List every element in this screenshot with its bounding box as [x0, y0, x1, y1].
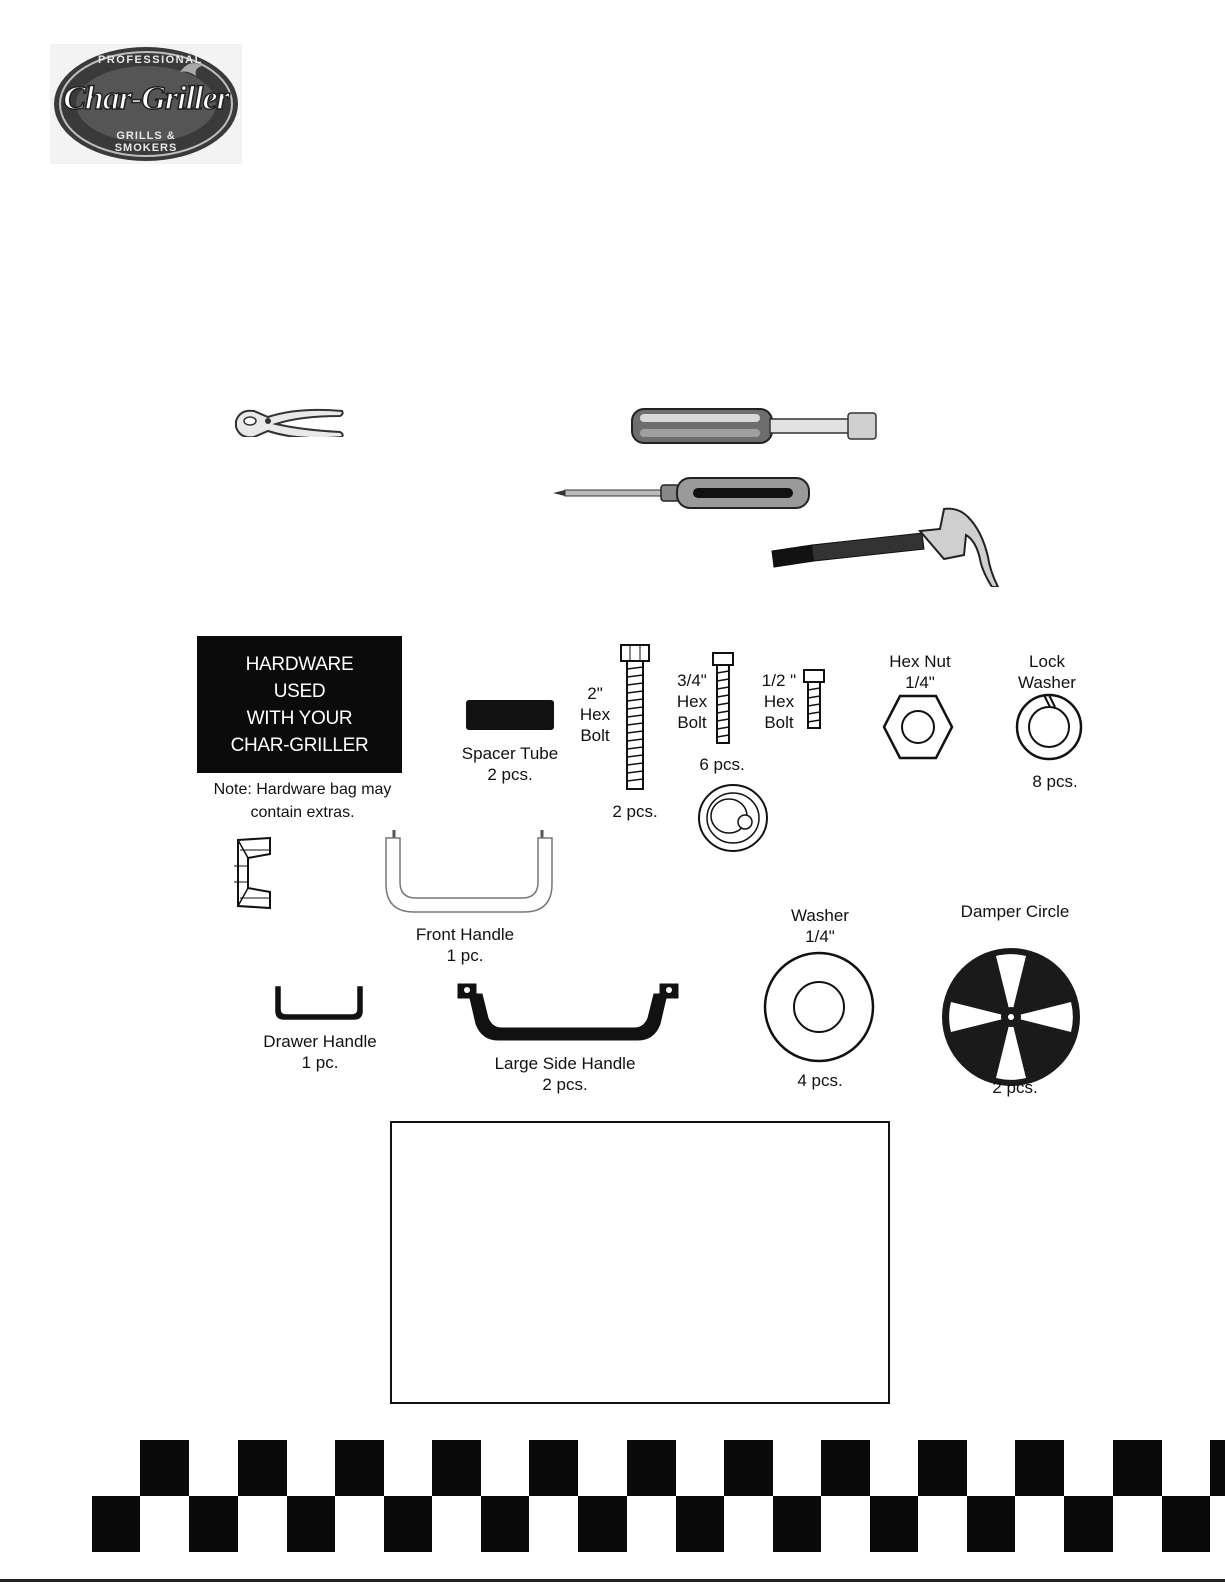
hardware-line-1: HARDWARE: [245, 653, 354, 675]
hex-bolt-2-line2: Hex: [579, 705, 611, 724]
nut-driver-icon: [631, 408, 877, 444]
hex-bolt-12-icon: [803, 669, 825, 729]
washer-qty: 4 pcs.: [797, 1071, 843, 1090]
damper-circle-icon: [942, 948, 1080, 1086]
hex-nut-name: Hex Nut: [889, 652, 951, 671]
spacer-tube-qty: 2 pcs.: [487, 765, 533, 784]
spacer-tube-name: Spacer Tube: [461, 744, 559, 763]
screwdriver-icon: [553, 477, 810, 509]
hardware-used-box: HARDWARE USED WITH YOUR CHAR-GRILLER: [197, 636, 402, 773]
brand-logo: PROFESSIONAL Char-Griller GRILLS & SMOKE…: [50, 44, 242, 164]
washer-icon: [763, 951, 875, 1063]
logo-bottom-text: GRILLS & SMOKERS: [114, 130, 178, 154]
hardware-line-4: CHAR-GRILLER: [230, 734, 369, 756]
hex-bolt-34-line2: Hex: [676, 692, 708, 711]
note-line-2: contain extras.: [250, 804, 355, 821]
lock-washer-icon: [1015, 693, 1083, 761]
large-side-handle-image: [456, 982, 680, 1042]
spacer-tube-image: [465, 699, 555, 731]
large-side-handle-name: Large Side Handle: [494, 1054, 636, 1073]
drawer-handle-icon: [275, 986, 363, 1020]
nut-driver: [630, 405, 880, 447]
lock-washer-name-2: Washer: [1018, 673, 1076, 692]
hex-bolt-34-line3: Bolt: [677, 713, 707, 732]
grommet-icon: [698, 784, 768, 852]
front-handle-image: [378, 828, 560, 916]
hammer: [770, 505, 1002, 588]
front-handle-qty: 1 pc.: [446, 946, 484, 965]
spacer-tube-icon: [466, 700, 554, 730]
hex-bolt-34-icon: [712, 652, 734, 744]
checker-pattern: [92, 1440, 1225, 1552]
lock-washer-image: [1014, 692, 1084, 762]
lock-washer-qty: 8 pcs.: [1032, 772, 1078, 791]
washer-size: 1/4": [805, 927, 835, 946]
hex-nut-image: [882, 694, 954, 760]
large-side-handle-icon: [457, 983, 679, 1041]
washer-image: [762, 950, 876, 1064]
logo-top-text: PROFESSIONAL: [98, 54, 203, 66]
hex-bolt-2-icon: [620, 644, 650, 790]
note-line-1: Note: Hardware bag may: [213, 781, 392, 798]
hex-bolt-2-size: 2": [587, 684, 603, 703]
front-handle-name: Front Handle: [415, 925, 515, 944]
damper-circle-qty: 2 pcs.: [992, 1078, 1038, 1097]
pliers: [232, 405, 347, 440]
hex-bolt-2-line3: Bolt: [580, 726, 610, 745]
drawer-handle-name: Drawer Handle: [263, 1032, 377, 1051]
hammer-icon: [771, 507, 1000, 588]
hardware-line-3: WITH YOUR: [246, 707, 353, 729]
bottom-rule: [0, 1579, 1225, 1582]
hex-bolt-12-line3: Bolt: [764, 713, 794, 732]
front-handle-icon: [385, 830, 553, 913]
hex-bolt-12-size: 1/2 ": [761, 671, 797, 690]
bracket-clip-image: [232, 836, 274, 912]
hardware-line-2: USED: [273, 680, 326, 702]
logo-brand-text: Char-Griller: [62, 79, 230, 118]
hex-bolt-2-image: [618, 643, 652, 791]
hex-bolt-34-image: [711, 651, 735, 745]
large-side-handle-qty: 2 pcs.: [542, 1075, 588, 1094]
bracket-clip-icon: [234, 836, 271, 910]
hex-bolt-12-line2: Hex: [763, 692, 795, 711]
drawer-handle-image: [272, 985, 366, 1023]
hex-bolt-34-size: 3/4": [677, 671, 707, 690]
washer-name: Washer: [791, 906, 849, 925]
lock-washer-name: Lock: [1029, 652, 1065, 671]
hex-nut-size: 1/4": [905, 673, 935, 692]
drawer-handle-qty: 1 pc.: [301, 1053, 339, 1072]
hex-bolt-2-qty: 2 pcs.: [612, 802, 658, 821]
screwdriver: [553, 475, 811, 511]
char-griller-logo-icon: [50, 44, 242, 164]
grommet-image: [696, 782, 770, 854]
pliers-icon: [235, 408, 344, 440]
hex-nut-icon: [882, 694, 954, 760]
empty-notes-box: [390, 1121, 890, 1404]
damper-circle-name: Damper Circle: [960, 902, 1070, 921]
hex-bolt-12-image: [802, 668, 826, 730]
damper-circle-image: [940, 946, 1082, 1088]
hardware-note: Note: Hardware bag may contain extras.: [200, 778, 405, 824]
checkered-footer: [92, 1440, 1225, 1552]
hex-bolt-34-qty: 6 pcs.: [699, 755, 745, 774]
